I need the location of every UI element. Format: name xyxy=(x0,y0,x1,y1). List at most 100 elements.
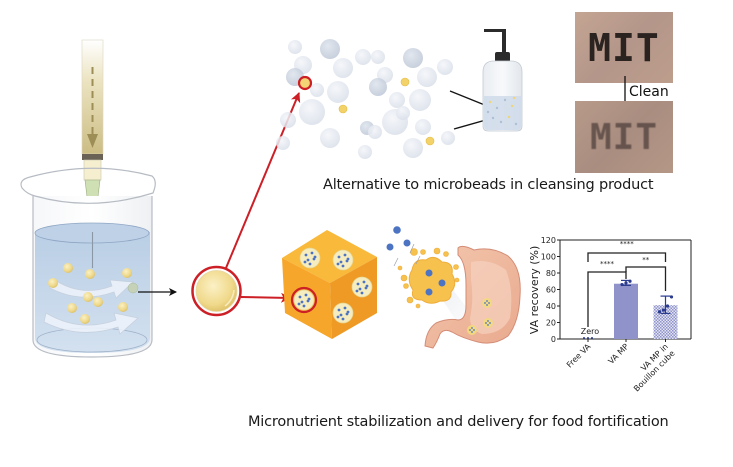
stomach-particles xyxy=(467,298,493,335)
speck-icon xyxy=(499,120,503,124)
bottle-microbeads xyxy=(486,96,518,126)
significance-bracket xyxy=(625,266,667,291)
microbead-icon xyxy=(403,48,423,68)
photo-before-cleaning: MIT xyxy=(575,12,673,83)
bead-icon xyxy=(63,263,73,273)
microbead-icon xyxy=(371,50,385,64)
speck-icon xyxy=(514,122,518,126)
particle-highlight xyxy=(224,289,235,307)
microbead-icon xyxy=(333,58,353,78)
food-fragment-icon xyxy=(454,277,460,283)
microbead-icon xyxy=(280,112,296,128)
bouillon-cube xyxy=(282,230,377,339)
beaker xyxy=(20,167,156,358)
encapsulated-particle-icon xyxy=(351,276,373,298)
microbead-icon xyxy=(320,128,340,148)
speck-icon xyxy=(503,98,507,102)
swirl-arrow-1-icon xyxy=(49,277,134,299)
nutrient-dot-icon xyxy=(403,239,411,247)
beaker-particles xyxy=(48,263,139,324)
microbead-icon xyxy=(310,83,324,97)
swirl-arrow-2-icon xyxy=(43,312,139,335)
microbead-icon xyxy=(396,106,410,120)
cleanser-bottle xyxy=(482,29,523,132)
microbead-icon xyxy=(441,131,455,145)
speck-icon xyxy=(491,116,495,120)
nutrient-dot-icon xyxy=(386,243,394,251)
microparticle-large xyxy=(191,265,242,317)
food-fragment-icon xyxy=(420,249,426,255)
food-fragment-icon xyxy=(433,247,441,255)
cube-embedded-particles xyxy=(293,247,373,324)
significance-bracket xyxy=(587,271,627,327)
microparticle-icon xyxy=(425,136,435,146)
y-tick-label: 60 xyxy=(546,286,556,295)
microparticle-icon xyxy=(400,77,410,87)
microbead-icon xyxy=(403,138,423,158)
data-point xyxy=(587,337,589,339)
microparticle-core xyxy=(195,270,238,312)
release-arrow-icon xyxy=(409,243,415,254)
clean-label: Clean xyxy=(627,84,671,100)
y-axis-label: VA recovery (%) xyxy=(528,246,541,335)
microbead-icon xyxy=(327,81,349,103)
bars xyxy=(583,279,678,339)
food-fragment-icon xyxy=(400,274,408,282)
arrow-to-food-icon xyxy=(240,292,291,303)
data-point xyxy=(583,337,585,339)
y-tick-label: 100 xyxy=(541,253,556,262)
highlighted-microparticle xyxy=(297,75,313,91)
speck-icon xyxy=(488,100,492,104)
microbead-icon xyxy=(355,49,371,65)
microbead-cloud xyxy=(276,39,455,159)
y-tick-label: 40 xyxy=(546,302,556,311)
data-point xyxy=(591,337,593,339)
y-tick-label: 80 xyxy=(546,269,556,278)
stomach-particle-icon xyxy=(482,298,492,308)
stomach-particle-icon xyxy=(467,325,477,335)
nutrient-dot-icon xyxy=(425,269,433,277)
bead-icon xyxy=(118,302,128,312)
bead-icon xyxy=(80,314,90,324)
y-tick-label: 120 xyxy=(541,236,556,245)
release-arrow-icon xyxy=(415,255,421,265)
speck-icon xyxy=(512,96,516,100)
x-tick-label: VA MP inBouillon cube xyxy=(625,342,676,393)
significance-label: ** xyxy=(642,256,650,264)
stomach-particle-icon xyxy=(483,318,493,328)
microbead-icon xyxy=(368,125,382,139)
significance-label: **** xyxy=(600,260,615,268)
caption-cleansing: Alternative to microbeads in cleansing p… xyxy=(323,177,654,193)
pump-nozzle xyxy=(484,29,506,52)
bead-icon xyxy=(93,297,103,307)
pump-cap xyxy=(495,52,510,62)
microbead-icon xyxy=(276,136,290,150)
mit-faded-text: MIT xyxy=(589,117,659,158)
encapsulated-particle-icon xyxy=(293,289,315,311)
zero-label: Zero xyxy=(581,327,600,336)
food-fragment-icon xyxy=(403,283,409,289)
speck-icon xyxy=(507,115,511,119)
data-point xyxy=(620,282,624,287)
bead-icon xyxy=(85,269,95,279)
data-point xyxy=(665,304,670,308)
microbead-icon xyxy=(417,67,437,87)
nutrient-dot-icon xyxy=(438,279,446,287)
bead-icon xyxy=(122,268,132,278)
y-tick-label: 20 xyxy=(546,319,556,328)
stomach-lining xyxy=(470,261,512,334)
microbead-icon xyxy=(415,119,431,135)
data-point xyxy=(657,310,662,314)
beaker-rim xyxy=(20,167,156,204)
food-fragment-icon xyxy=(397,265,403,271)
microbead-icon xyxy=(369,78,387,96)
significance-label: **** xyxy=(620,240,635,248)
bar-1 xyxy=(614,283,638,339)
microbead-icon xyxy=(437,59,453,75)
x-tick-label: Free VA xyxy=(565,342,593,370)
syringe-tip xyxy=(83,159,102,181)
